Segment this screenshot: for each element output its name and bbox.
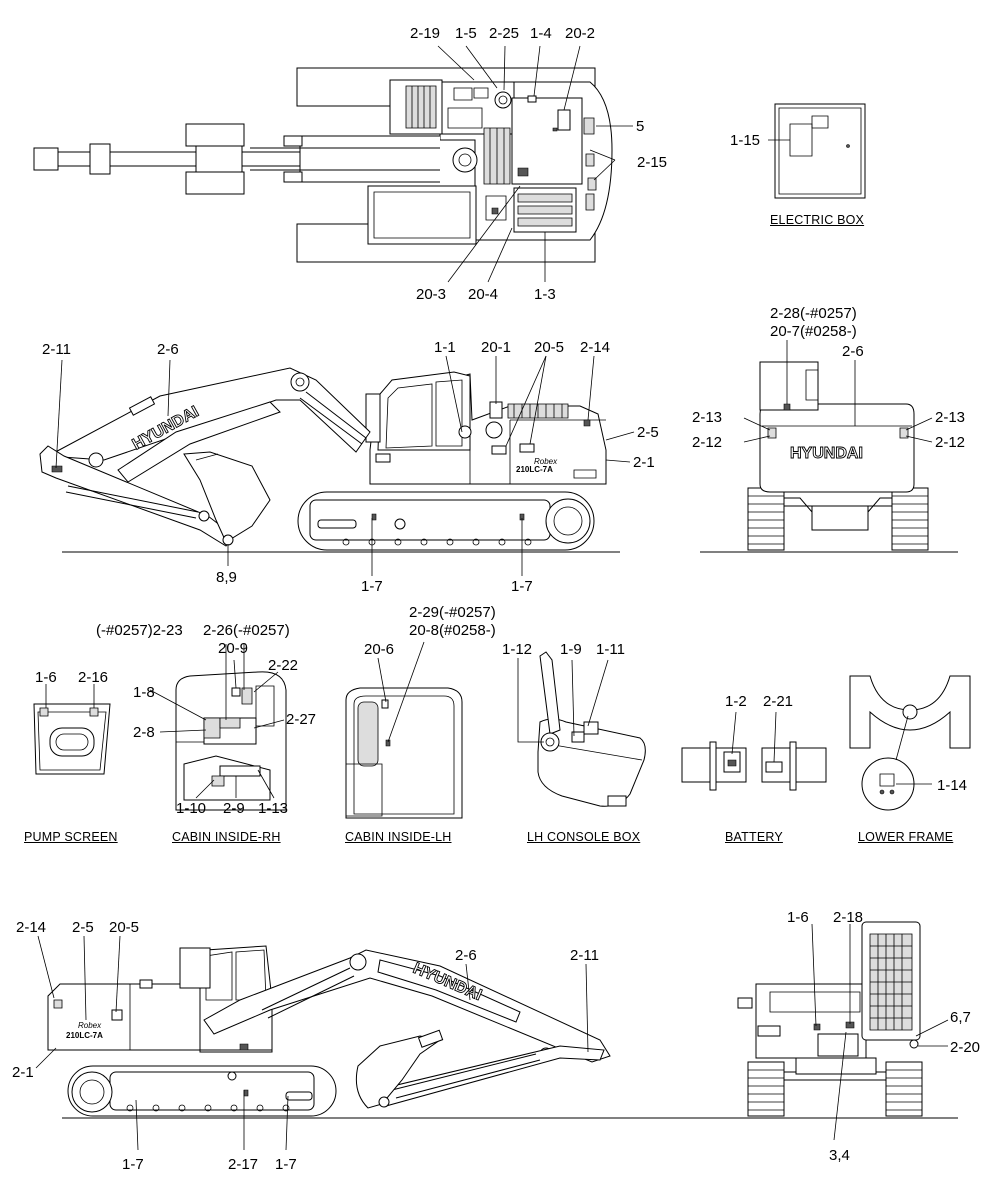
- cabin-rh-drawing: [150, 644, 286, 810]
- callout-2-23: (-#0257)2-23: [96, 622, 183, 639]
- callout-1-7-right-a: 1-7: [122, 1156, 144, 1173]
- callout-1-12: 1-12: [502, 641, 533, 658]
- callout-1-13: 1-13: [258, 800, 289, 817]
- callout-2-19: 2-19: [410, 25, 441, 42]
- callout-2-11-right: 2-11: [570, 947, 599, 964]
- callout-1-8: 1-8: [133, 684, 155, 701]
- rear-brand-text: HYUNDAI: [790, 445, 863, 462]
- callout-2-15: 2-15: [637, 154, 668, 171]
- caption-lower-frame: LOWER FRAME: [858, 830, 954, 844]
- top-view-drawing: [34, 46, 633, 282]
- left-side-view-drawing: HYUNDAI: [40, 356, 634, 576]
- callout-5: 5: [636, 118, 645, 135]
- callout-20-6: 20-6: [364, 641, 395, 658]
- callout-2-13-left: 2-13: [692, 409, 723, 426]
- callout-2-20: 2-20: [950, 1039, 981, 1056]
- callout-2-28: 2-28(-#0257): [770, 305, 857, 322]
- callout-1-9: 1-9: [560, 641, 582, 658]
- front-view-drawing: [702, 922, 958, 1140]
- model-script-left: Robex: [534, 457, 558, 466]
- callout-2-5-right: 2-5: [72, 919, 94, 936]
- callout-1-11: 1-11: [596, 641, 625, 658]
- lower-frame-drawing: [850, 676, 970, 810]
- caption-battery: BATTERY: [725, 830, 783, 844]
- callout-20-1: 20-1: [481, 339, 512, 356]
- callout-8-9: 8,9: [216, 569, 237, 586]
- caption-cabin-lh: CABIN INSIDE-LH: [345, 830, 452, 844]
- caption-pump-screen: PUMP SCREEN: [24, 830, 118, 844]
- callout-2-13-right: 2-13: [935, 409, 966, 426]
- callout-6-7: 6,7: [950, 1009, 971, 1026]
- callout-1-14: 1-14: [937, 777, 968, 794]
- pump-screen-drawing: [34, 684, 110, 774]
- callout-1-6-front: 1-6: [787, 909, 809, 926]
- callout-1-10: 1-10: [176, 800, 207, 817]
- caption-electric-box: ELECTRIC BOX: [770, 213, 865, 227]
- callout-2-14-left: 2-14: [580, 339, 611, 356]
- callout-2-8: 2-8: [133, 724, 155, 741]
- right-side-view-drawing: HYUNDAI: [36, 936, 720, 1150]
- callout-1-7-left-a: 1-7: [361, 578, 383, 595]
- callout-1-4: 1-4: [530, 25, 552, 42]
- callout-20-8: 20-8(#0258-): [409, 622, 496, 639]
- callout-20-4: 20-4: [468, 286, 499, 303]
- callout-2-11-left: 2-11: [42, 341, 71, 358]
- callout-2-12-right: 2-12: [935, 434, 966, 451]
- callout-3-4: 3,4: [829, 1147, 850, 1164]
- callout-2-25: 2-25: [489, 25, 520, 42]
- callout-2-16: 2-16: [78, 669, 109, 686]
- callout-20-9: 20-9: [218, 640, 249, 657]
- callout-2-9: 2-9: [223, 800, 245, 817]
- model-badge-left: 210LC-7A: [516, 465, 553, 474]
- callout-1-7-right-b: 1-7: [275, 1156, 297, 1173]
- rear-view-drawing: HYUNDAI: [700, 340, 958, 552]
- callout-2-26: 2-26(-#0257): [203, 622, 290, 639]
- callout-2-5-left: 2-5: [637, 424, 659, 441]
- callout-2-12-left: 2-12: [692, 434, 723, 451]
- callout-1-5: 1-5: [455, 25, 477, 42]
- callout-2-1-right: 2-1: [12, 1064, 34, 1081]
- caption-cabin-rh: CABIN INSIDE-RH: [172, 830, 281, 844]
- callout-2-6-rear: 2-6: [842, 343, 864, 360]
- callout-2-14-right: 2-14: [16, 919, 47, 936]
- callout-2-1-left: 2-1: [633, 454, 655, 471]
- electric-box-drawing: [768, 104, 865, 198]
- lh-console-drawing: [518, 652, 645, 806]
- model-script-right: Robex: [78, 1021, 102, 1030]
- callout-20-3: 20-3: [416, 286, 447, 303]
- callout-20-7: 20-7(#0258-): [770, 323, 857, 340]
- battery-drawing: [682, 712, 826, 790]
- callout-1-6-pump: 1-6: [35, 669, 57, 686]
- callout-2-6-left: 2-6: [157, 341, 179, 358]
- cabin-lh-drawing: [346, 642, 462, 818]
- callout-20-5-right: 20-5: [109, 919, 140, 936]
- callout-20-5-left: 20-5: [534, 339, 565, 356]
- callout-2-6-right: 2-6: [455, 947, 477, 964]
- caption-lh-console: LH CONSOLE BOX: [527, 830, 641, 844]
- callout-2-27: 2-27: [286, 711, 317, 728]
- model-badge-right: 210LC-7A: [66, 1031, 103, 1040]
- callout-20-2: 20-2: [565, 25, 596, 42]
- callout-1-2: 1-2: [725, 693, 747, 710]
- callout-1-15: 1-15: [730, 132, 761, 149]
- callout-2-17: 2-17: [228, 1156, 259, 1173]
- callout-1-3: 1-3: [534, 286, 556, 303]
- callout-1-7-left-b: 1-7: [511, 578, 533, 595]
- callout-2-29: 2-29(-#0257): [409, 604, 496, 621]
- callout-1-1: 1-1: [434, 339, 456, 356]
- callout-2-18: 2-18: [833, 909, 864, 926]
- callout-2-21: 2-21: [763, 693, 794, 710]
- callout-2-22: 2-22: [268, 657, 299, 674]
